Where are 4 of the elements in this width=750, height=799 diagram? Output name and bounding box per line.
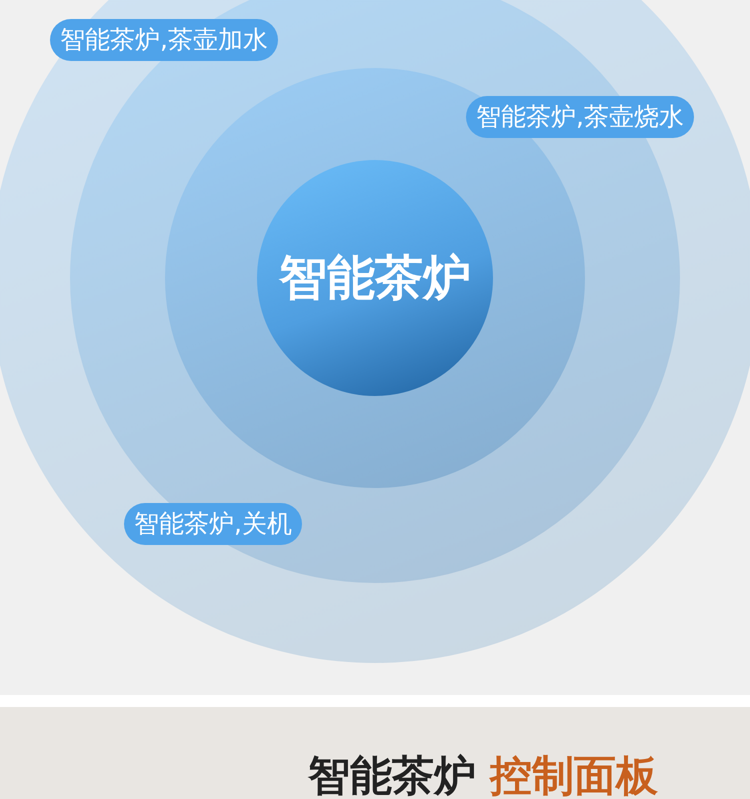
center-title: 智能茶炉 — [278, 249, 472, 308]
ring-circle — [0, 0, 750, 663]
heading-text: 智能茶炉 — [308, 751, 476, 799]
heading-text: 控制面板 — [490, 751, 658, 799]
